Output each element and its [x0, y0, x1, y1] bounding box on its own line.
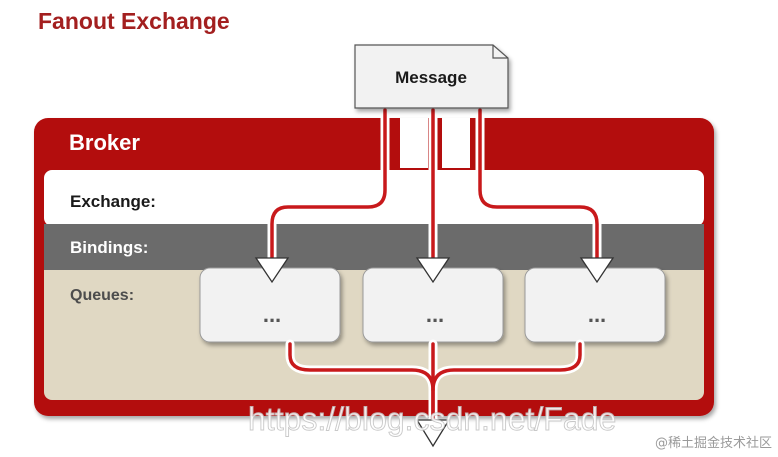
url-watermark: https://blog.csdn.net/Fade — [248, 401, 616, 437]
entry-slot-right — [442, 118, 470, 168]
brand-watermark: @稀土掘金技术社区 — [655, 435, 772, 451]
arrowhead-queue-3 — [579, 257, 615, 284]
exchange-row — [44, 170, 704, 226]
entry-slot-left — [400, 118, 428, 168]
arrowhead-output — [415, 419, 451, 448]
exchange-row-label: Exchange: — [70, 192, 156, 211]
arrowhead-queue-1 — [254, 257, 290, 284]
arrowhead-queue-2 — [415, 257, 451, 284]
broker-label: Broker — [69, 130, 140, 155]
queue-3-content: ... — [588, 302, 606, 327]
queue-2-content: ... — [426, 302, 444, 327]
message-label: Message — [395, 68, 467, 87]
message-box — [354, 44, 509, 109]
routing-arrows — [267, 105, 602, 425]
bindings-row-label: Bindings: — [70, 238, 148, 257]
queue-1-content: ... — [263, 302, 281, 327]
page-title: Fanout Exchange — [38, 8, 230, 34]
queues-row-label: Queues: — [70, 287, 134, 304]
message-fold-icon — [492, 45, 508, 59]
